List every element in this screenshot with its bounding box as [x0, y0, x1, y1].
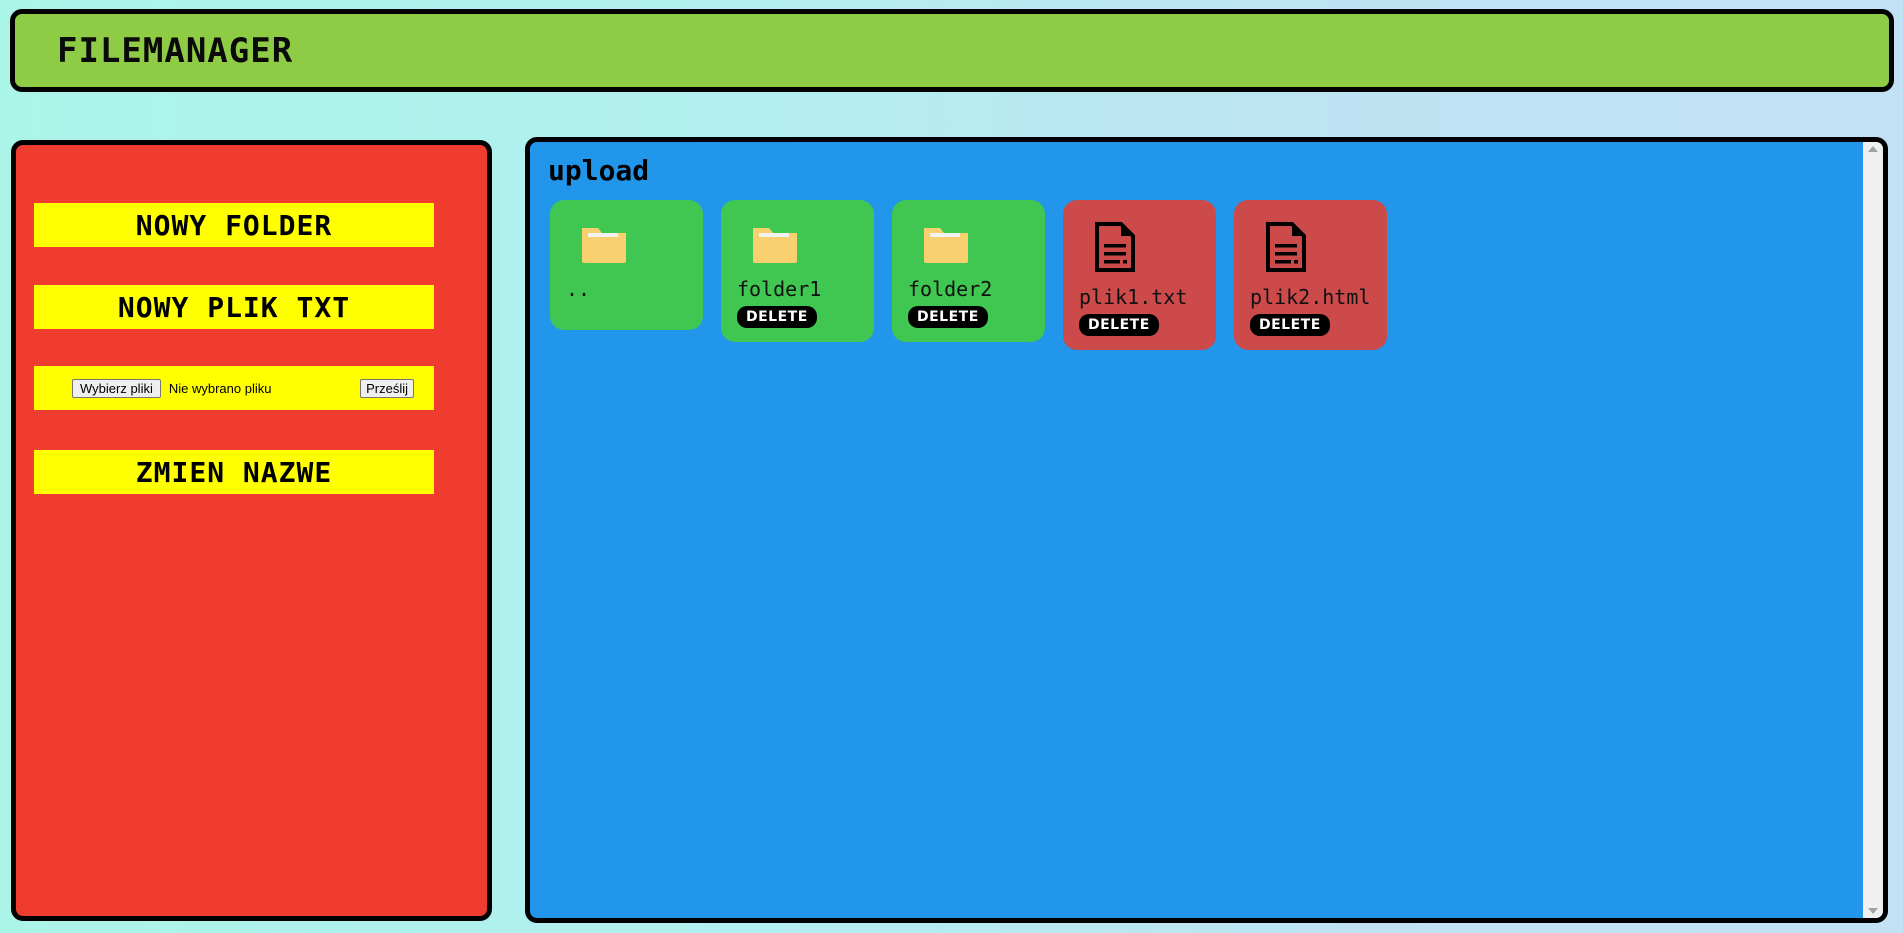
- delete-button[interactable]: DELETE: [1250, 314, 1330, 336]
- delete-button[interactable]: DELETE: [737, 306, 817, 328]
- folder-glyph: [753, 228, 797, 263]
- document-glyph: [1095, 222, 1135, 272]
- rename-button[interactable]: ZMIEN NAZWE: [34, 450, 434, 494]
- folder-glyph: [582, 228, 626, 263]
- folder-card[interactable]: ..: [550, 200, 703, 330]
- selected-file-status: Nie wybrano pliku: [168, 380, 272, 396]
- item-name-label: plik2.html: [1250, 285, 1371, 309]
- folder-icon: [751, 222, 799, 268]
- upload-submit-button[interactable]: Prześlij: [360, 378, 414, 398]
- scroll-up-arrow-icon[interactable]: [1868, 146, 1878, 152]
- document-icon: [1093, 222, 1137, 276]
- current-directory-title: upload: [548, 154, 650, 187]
- upload-form: Wybierz pliki Nie wybrano pliku Prześlij: [34, 366, 434, 410]
- item-name-label: folder2: [908, 277, 993, 301]
- scroll-down-arrow-icon[interactable]: [1868, 908, 1878, 914]
- folder-glyph: [924, 228, 968, 263]
- document-icon: [1264, 222, 1308, 276]
- item-name-label: ..: [566, 277, 591, 301]
- new-folder-button[interactable]: NOWY FOLDER: [34, 203, 434, 247]
- choose-files-button[interactable]: Wybierz pliki: [72, 378, 161, 398]
- folder-icon: [922, 222, 970, 268]
- item-name-label: folder1: [737, 277, 822, 301]
- delete-button[interactable]: DELETE: [1079, 314, 1159, 336]
- new-txt-file-button[interactable]: NOWY PLIK TXT: [34, 285, 434, 329]
- app-header: FILEMANAGER: [10, 9, 1894, 92]
- item-name-label: plik1.txt: [1079, 285, 1188, 309]
- folder-icon: [580, 222, 628, 268]
- app-title: FILEMANAGER: [57, 30, 294, 71]
- document-glyph: [1266, 222, 1306, 272]
- delete-button[interactable]: DELETE: [908, 306, 988, 328]
- sidebar-panel: NOWY FOLDER NOWY PLIK TXT Wybierz pliki …: [11, 140, 492, 921]
- vertical-scrollbar[interactable]: [1863, 142, 1883, 918]
